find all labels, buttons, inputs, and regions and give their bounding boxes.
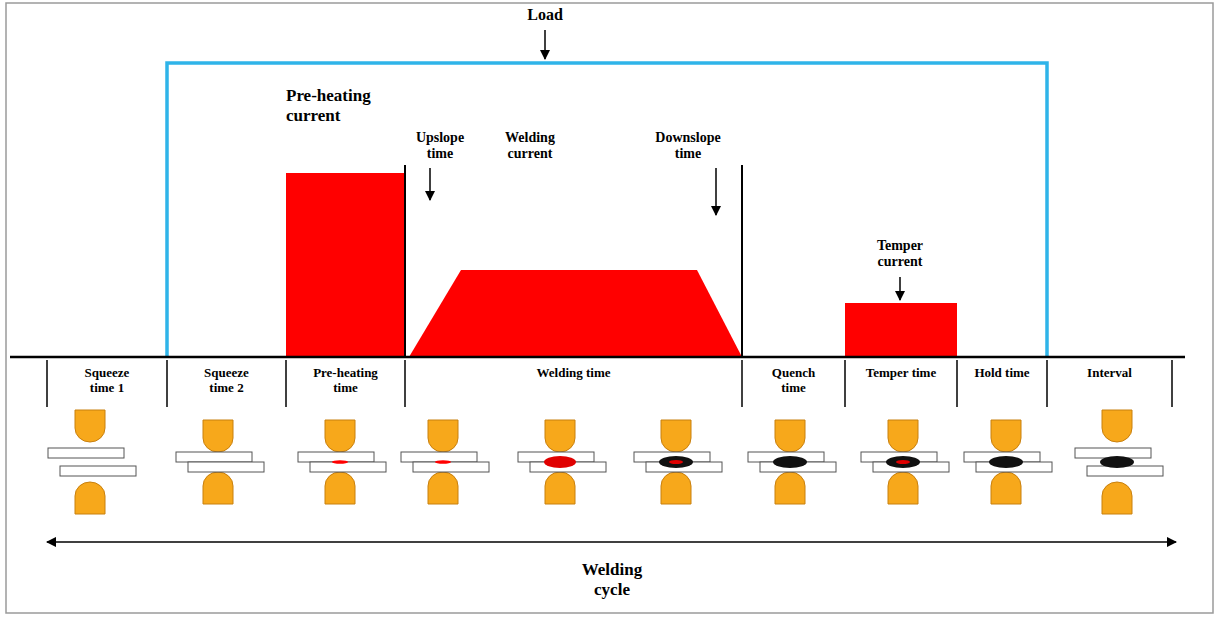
segment-ticks: [47, 360, 1172, 407]
weld-nugget: [332, 460, 348, 464]
lower-electrode: [1102, 482, 1132, 514]
preheat-current-bar: [286, 173, 405, 357]
divider-line: [741, 165, 743, 357]
leader-arrow: [715, 168, 717, 215]
lower-electrode: [75, 482, 105, 514]
lower-sheet: [188, 462, 264, 472]
weld-stage-illustration: [964, 420, 1052, 504]
upper-electrode: [325, 420, 355, 452]
phase-label: Welding time: [424, 366, 724, 381]
lower-electrode: [775, 472, 805, 504]
nugget-core: [669, 460, 683, 464]
weld-nugget: [544, 456, 576, 468]
time-label: Upslope time: [403, 130, 478, 162]
leader-arrow: [429, 168, 431, 200]
lower-electrode: [888, 472, 918, 504]
phase-label: Hold time: [958, 366, 1046, 381]
lower-sheet: [413, 462, 489, 472]
current-label: Temper current: [860, 238, 940, 270]
phase-label: Interval: [1065, 366, 1155, 381]
divider-line: [404, 165, 406, 357]
load-line: [167, 63, 1047, 357]
weld-stage-illustration: [176, 420, 264, 504]
weld-nugget: [435, 460, 451, 464]
upper-electrode: [545, 420, 575, 452]
lower-electrode: [203, 472, 233, 504]
weld-nugget: [989, 456, 1023, 468]
phase-label: Squeeze time 2: [194, 366, 260, 396]
welding-current-trapezoid: [409, 270, 742, 357]
weld-stage-illustration: [48, 410, 136, 514]
lower-electrode: [428, 472, 458, 504]
lower-sheet: [1087, 466, 1163, 476]
lower-sheet: [60, 466, 136, 476]
upper-sheet: [176, 452, 252, 462]
phase-label: Pre-heating time: [300, 366, 392, 396]
weld-stage-illustration: [1075, 410, 1163, 514]
weld-stage-illustration: [634, 420, 722, 504]
upper-electrode: [888, 420, 918, 452]
phase-label: Temper time: [847, 366, 955, 381]
time-label: Downslope time: [642, 130, 734, 162]
lower-sheet: [310, 462, 386, 472]
weld-nugget: [773, 456, 807, 468]
weld-nugget: [1100, 456, 1134, 468]
upper-electrode: [1102, 410, 1132, 442]
upper-electrode: [661, 420, 691, 452]
upper-sheet: [48, 448, 124, 458]
upper-electrode: [75, 410, 105, 442]
lower-electrode: [661, 472, 691, 504]
leader-arrow: [899, 277, 901, 300]
lower-electrode: [325, 472, 355, 504]
current-label: Pre-heating current: [286, 86, 416, 125]
time-axis: [10, 356, 1185, 359]
cycle-label: Welding cycle: [567, 560, 657, 599]
frame: [6, 3, 1213, 613]
weld-nugget: [659, 456, 693, 468]
cycle-arrow: [47, 541, 1176, 543]
lower-electrode: [545, 472, 575, 504]
upper-electrode: [203, 420, 233, 452]
leader-arrow: [544, 30, 546, 59]
phase-label: Squeeze time 1: [74, 366, 140, 396]
upper-electrode: [775, 420, 805, 452]
temper-current-bar: [845, 303, 957, 357]
weld-stage-illustration: [401, 420, 489, 504]
weld-stage-illustration: [518, 420, 606, 504]
electrode-illustrations: [48, 410, 1163, 514]
current-label: Welding current: [490, 130, 570, 162]
weld-nugget: [886, 456, 920, 468]
weld-stage-illustration: [298, 420, 386, 504]
upper-electrode: [428, 420, 458, 452]
load-label: Load: [505, 6, 585, 24]
lower-electrode: [991, 472, 1021, 504]
phase-label: Quench time: [763, 366, 825, 396]
weld-stage-illustration: [861, 420, 949, 504]
upper-electrode: [991, 420, 1021, 452]
weld-stage-illustration: [748, 420, 836, 504]
nugget-core: [896, 460, 910, 464]
